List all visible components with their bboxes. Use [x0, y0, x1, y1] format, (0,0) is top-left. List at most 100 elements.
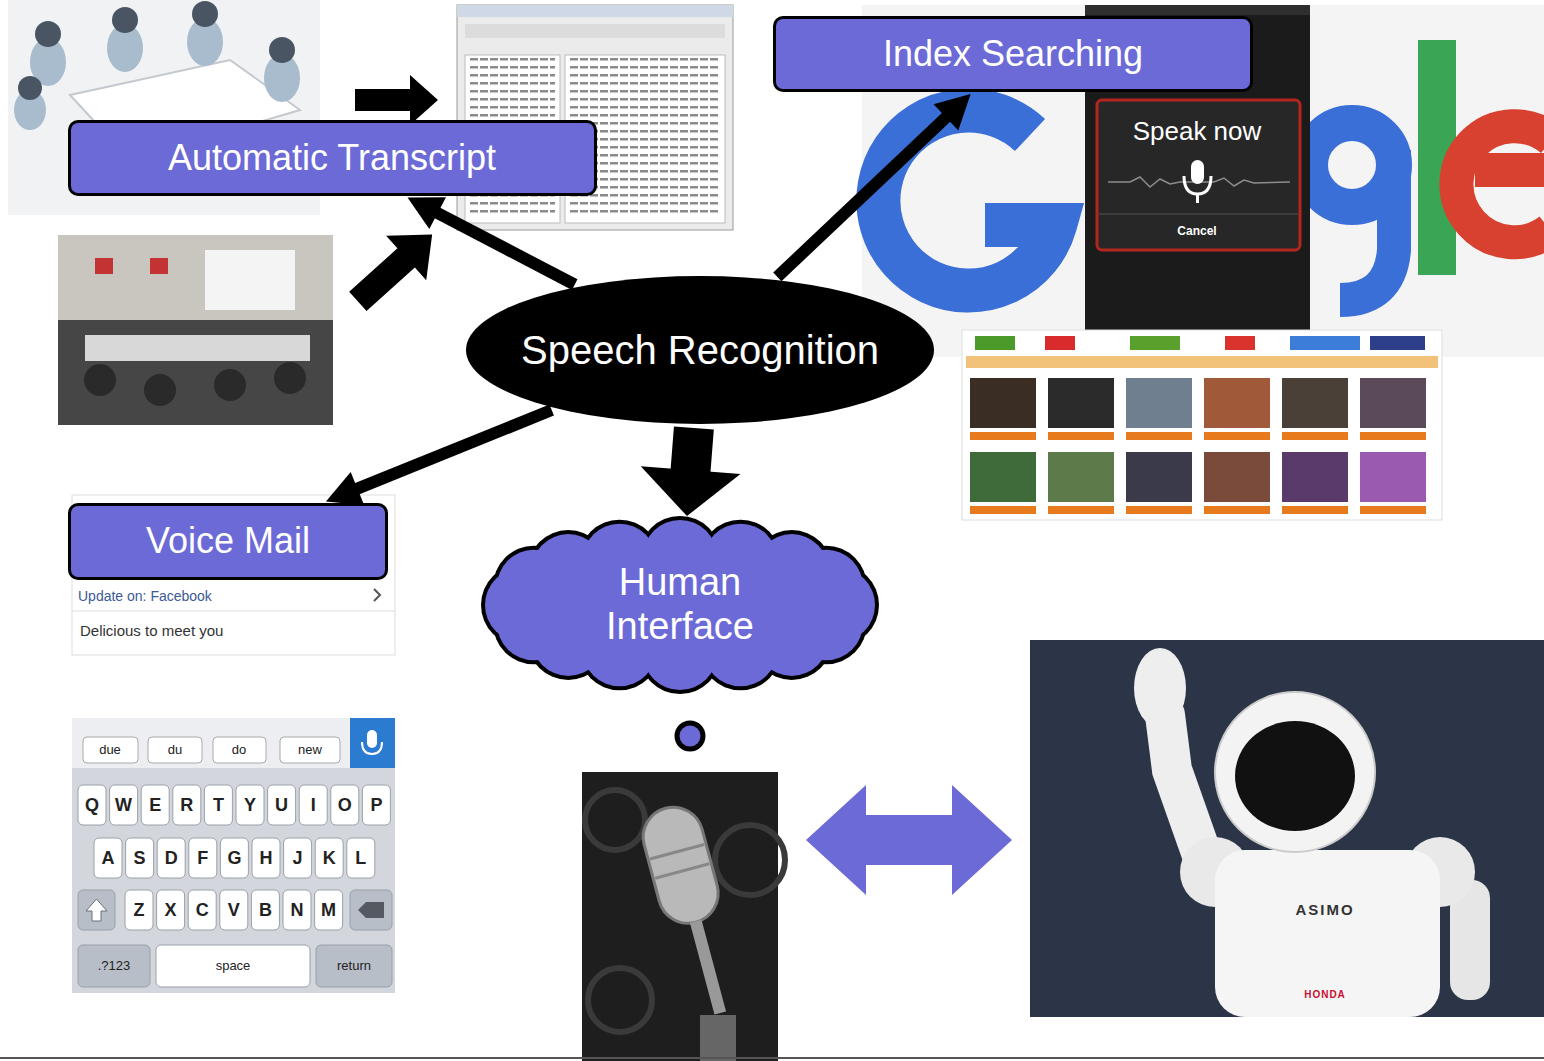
- person-head: [35, 21, 61, 47]
- key: [126, 838, 154, 878]
- window-titlebar: [457, 5, 733, 17]
- window-frame: [457, 5, 733, 230]
- site-logo: [1130, 336, 1180, 350]
- ellipse-fill: [466, 276, 934, 424]
- robot-torso: [1215, 850, 1440, 1017]
- person-head: [112, 7, 138, 33]
- return-key: [316, 945, 392, 987]
- cloud-fill: [518, 553, 842, 657]
- key-label: B: [259, 900, 272, 921]
- key-label: R: [180, 795, 193, 816]
- photo-ground: [582, 772, 778, 1061]
- mic-grill: [655, 864, 709, 878]
- key: [299, 785, 327, 825]
- speaker-ring: [715, 825, 785, 895]
- key: [331, 785, 359, 825]
- node-label: Index Searching: [883, 33, 1143, 74]
- person-head: [144, 374, 176, 406]
- speaker-ring: [588, 968, 652, 1032]
- node-label: Voice Mail: [146, 520, 310, 561]
- block-arrow: [355, 75, 438, 125]
- key: [315, 890, 343, 930]
- keyboard-ground: [72, 718, 395, 993]
- video-caption: [1204, 432, 1270, 440]
- dialog-prompt: Speak now: [1133, 117, 1262, 147]
- video-caption: [970, 506, 1036, 514]
- key-label: space: [216, 959, 251, 974]
- photo-wall: [58, 235, 333, 320]
- robot-photo: [1030, 640, 1544, 1017]
- key: [110, 785, 138, 825]
- suggestion-key: [213, 737, 266, 763]
- bottom-rule: [0, 1057, 1544, 1059]
- person-head: [214, 369, 246, 401]
- person-head: [274, 362, 306, 394]
- person-head: [18, 76, 42, 100]
- key-label: F: [197, 848, 208, 869]
- video-site-screenshot: [962, 330, 1442, 520]
- video-caption: [1126, 432, 1192, 440]
- screen-text: Delicious to meet you: [80, 622, 223, 639]
- transcript-screenshot: [457, 5, 733, 230]
- site-logo: [1225, 336, 1255, 350]
- robot-visor: [1235, 721, 1355, 831]
- video-thumb: [1282, 378, 1348, 428]
- key-label: H: [260, 848, 273, 869]
- key: [141, 785, 169, 825]
- node-label: Speech Recognition: [521, 327, 879, 373]
- photo-ground: [1030, 640, 1544, 1017]
- video-caption: [1360, 432, 1426, 440]
- chevron-icon: [374, 589, 380, 601]
- suggestion-label: new: [298, 743, 322, 758]
- key-label: L: [355, 848, 366, 869]
- person-head: [269, 37, 295, 63]
- thought-bubble-dot: [677, 723, 703, 749]
- key-label: M: [321, 900, 336, 921]
- projector-screen: [205, 250, 295, 310]
- key: [125, 890, 153, 930]
- arrow-connector: [326, 410, 552, 505]
- mic-neck: [690, 920, 726, 1015]
- site-logo: [1045, 336, 1075, 350]
- video-thumb: [1282, 452, 1348, 502]
- arrowhead: [934, 94, 971, 130]
- screen-text: Update on: Facebook: [78, 588, 212, 604]
- key-label: G: [227, 848, 241, 869]
- meeting-photo: [58, 235, 333, 425]
- video-thumb: [1126, 378, 1192, 428]
- key: [236, 785, 264, 825]
- video-caption: [1126, 506, 1192, 514]
- key-row: [78, 785, 390, 825]
- key: [204, 785, 232, 825]
- key-row: [94, 838, 375, 878]
- site-logo: [1370, 336, 1425, 350]
- video-caption: [1282, 506, 1348, 514]
- window-toolbar: [465, 24, 725, 38]
- key-label: O: [338, 795, 352, 816]
- mic-grill: [650, 844, 704, 858]
- key-label: .?123: [98, 959, 131, 974]
- arrowhead: [407, 197, 445, 229]
- key: [220, 890, 248, 930]
- arrow-connector: [777, 94, 970, 277]
- key: [251, 890, 279, 930]
- key: [268, 785, 296, 825]
- block-arrow: [338, 212, 452, 324]
- suggestion-key: [280, 737, 340, 763]
- microphone: [636, 800, 749, 1020]
- shift-icon: [86, 899, 107, 921]
- node-label: Automatic Transcript: [168, 137, 496, 178]
- key-label: X: [165, 900, 177, 921]
- person-head: [192, 1, 218, 27]
- mic-stand: [700, 1015, 736, 1061]
- microphone-photo: [582, 772, 785, 1061]
- key-label: N: [291, 900, 304, 921]
- robot-logo: HONDA: [1304, 989, 1346, 1001]
- connector-shaft: [435, 212, 575, 285]
- robot-logo: ASIMO: [1295, 901, 1354, 918]
- key: [284, 838, 312, 878]
- mic-icon: [1184, 176, 1211, 194]
- phone-status-bar: [1085, 5, 1310, 15]
- key-label: T: [213, 795, 224, 816]
